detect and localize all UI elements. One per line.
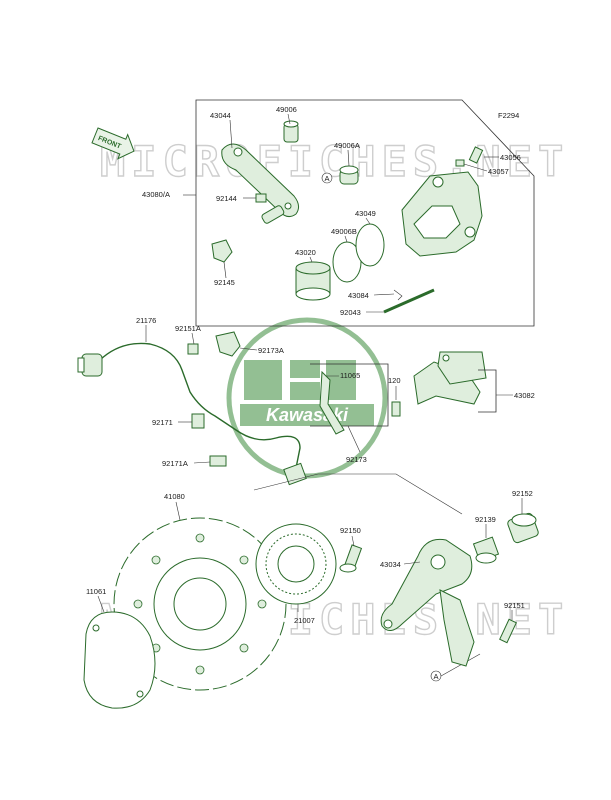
label-92043: 92043 — [340, 308, 361, 317]
lead-92151A — [191, 332, 195, 345]
label-92173A: 92173A — [258, 346, 284, 355]
front-arrow-icon: FRONT — [91, 127, 135, 160]
kawasaki-logo: Kawasaki — [226, 317, 388, 479]
sensor-rotor-21007 — [255, 523, 337, 605]
label-92139: 92139 — [475, 515, 496, 524]
pad-pin-92043 — [383, 288, 435, 314]
label-43080A: 43080/A — [142, 190, 170, 199]
label-43049: 43049 — [355, 209, 376, 218]
lead-49006B — [344, 235, 348, 243]
pad-group-frame — [478, 369, 497, 413]
label-92171: 92171 — [152, 418, 173, 427]
slide-pin-49006 — [283, 120, 299, 143]
lead-43084 — [373, 293, 395, 296]
label-21007: 21007 — [294, 616, 315, 625]
svg-text:A: A — [324, 174, 329, 183]
bleeder-valve-43056 — [455, 146, 484, 167]
label-92152: 92152 — [512, 489, 533, 498]
label-120: 120 — [388, 376, 401, 385]
sensor-bracket-92173 — [319, 370, 345, 435]
clip-43084 — [393, 289, 403, 301]
label-43044: 43044 — [210, 111, 231, 120]
label-43056: 43056 — [500, 153, 521, 162]
spring-92145 — [211, 239, 233, 263]
bolt-92151 — [499, 618, 517, 644]
lead-92173A — [239, 347, 258, 351]
figure-code: F2294 — [498, 111, 519, 120]
clip-92144 — [255, 193, 267, 203]
label-92145: 92145 — [214, 278, 235, 287]
caliper-assembly-frame — [195, 99, 535, 327]
label-92150: 92150 — [340, 526, 361, 535]
caliper-body — [401, 171, 483, 257]
gasket-11061 — [83, 611, 156, 709]
label-41080: 41080 — [164, 492, 185, 501]
label-21176: 21176 — [136, 316, 156, 325]
lead-49006 — [287, 113, 291, 125]
lead-49006A — [347, 149, 350, 167]
label-43020: 43020 — [295, 248, 316, 257]
label-92151: 92151 — [504, 601, 525, 610]
piston-43020 — [295, 261, 331, 301]
label-43082: 43082 — [514, 391, 535, 400]
guide-line — [253, 473, 463, 515]
guide-pin — [261, 205, 285, 224]
label-92171A: 92171A — [162, 459, 188, 468]
label-43057: 43057 — [488, 167, 509, 176]
clamp-92171 — [191, 413, 205, 429]
bolt-120 — [391, 401, 401, 417]
lead-43034 — [403, 561, 421, 565]
caliper-bracket-43034 — [380, 538, 475, 667]
label-43034: 43034 — [380, 560, 401, 569]
bolt-92150 — [339, 544, 363, 573]
lead-92150 — [351, 535, 355, 547]
lead-a-bottom — [440, 653, 481, 677]
label-92144: 92144 — [216, 194, 237, 203]
lead-43049 — [365, 217, 371, 225]
bracket-group-frame — [310, 363, 389, 427]
lead-11061 — [97, 595, 105, 613]
label-11065: 11065 — [340, 371, 360, 380]
ref-a-bottom: A — [430, 670, 442, 682]
label-92151A: 92151A — [175, 324, 201, 333]
collar-92139 — [472, 536, 500, 564]
svg-text:A: A — [433, 672, 438, 681]
lead-92145 — [223, 261, 227, 279]
label-11061: 11061 — [86, 587, 106, 596]
boot-49006A — [339, 165, 359, 185]
lead-41080 — [175, 501, 181, 521]
clamp-92171A — [209, 455, 227, 467]
label-49006A: 49006A — [334, 141, 360, 150]
lead-43044 — [229, 119, 233, 149]
label-43084: 43084 — [348, 291, 369, 300]
lead-92171A — [193, 461, 211, 464]
lead-92173 — [347, 425, 361, 453]
bushing-92152 — [507, 512, 539, 544]
label-92173: 92173 — [346, 455, 367, 464]
label-49006: 49006 — [276, 105, 297, 114]
caliper-bracket-43044 — [221, 143, 300, 218]
ref-a-top: A — [321, 172, 333, 184]
lead-43020 — [309, 256, 313, 263]
label-49006B: 49006B — [331, 227, 357, 236]
brake-pads-43082 — [413, 351, 487, 405]
lead-43057 — [463, 163, 488, 172]
seal-43049 — [355, 223, 385, 267]
abs-sensor-21176 — [77, 342, 307, 486]
brake-disc-41080 — [113, 517, 287, 691]
clamp-92173A — [215, 331, 241, 357]
